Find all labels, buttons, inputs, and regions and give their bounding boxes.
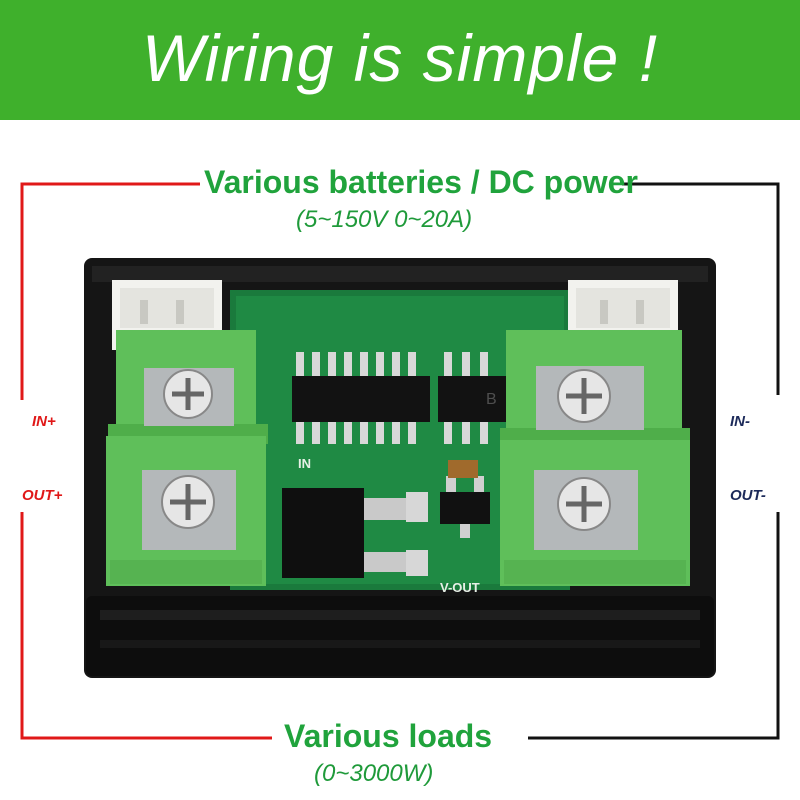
power-source-title: Various batteries / DC power [204,164,638,200]
case-front-lip [86,596,714,676]
in-minus-wire [622,182,780,395]
terminal-in-minus [500,330,690,448]
in-plus-wire [20,182,200,400]
meter-module: IN V-OUT B [84,258,716,678]
out-plus-wire [20,512,272,740]
in-minus-label: IN- [730,413,750,430]
terminal-in-plus [108,330,268,444]
out-minus-wire [528,512,780,740]
chip-mark: B [486,391,497,408]
silk-in-label: IN [298,456,311,471]
banner-title: Wiring is simple ! [141,21,659,95]
ic-chip-right [438,352,506,444]
title-banner: Wiring is simple ! [0,0,800,120]
silk-vout-label: V-OUT [440,580,480,595]
out-plus-label: OUT+ [22,487,63,504]
terminal-out-plus [106,436,266,586]
load-title: Various loads [284,718,493,754]
out-minus-label: OUT- [730,487,766,504]
sot-transistor [440,476,490,538]
terminal-out-minus [500,440,690,586]
in-plus-label: IN+ [32,413,56,430]
capacitor [448,460,478,478]
ic-chip-left [292,352,430,444]
voltage-regulator [282,488,428,578]
load-spec: (0~3000W) [314,760,434,787]
power-source-spec: (5~150V 0~20A) [296,206,473,233]
